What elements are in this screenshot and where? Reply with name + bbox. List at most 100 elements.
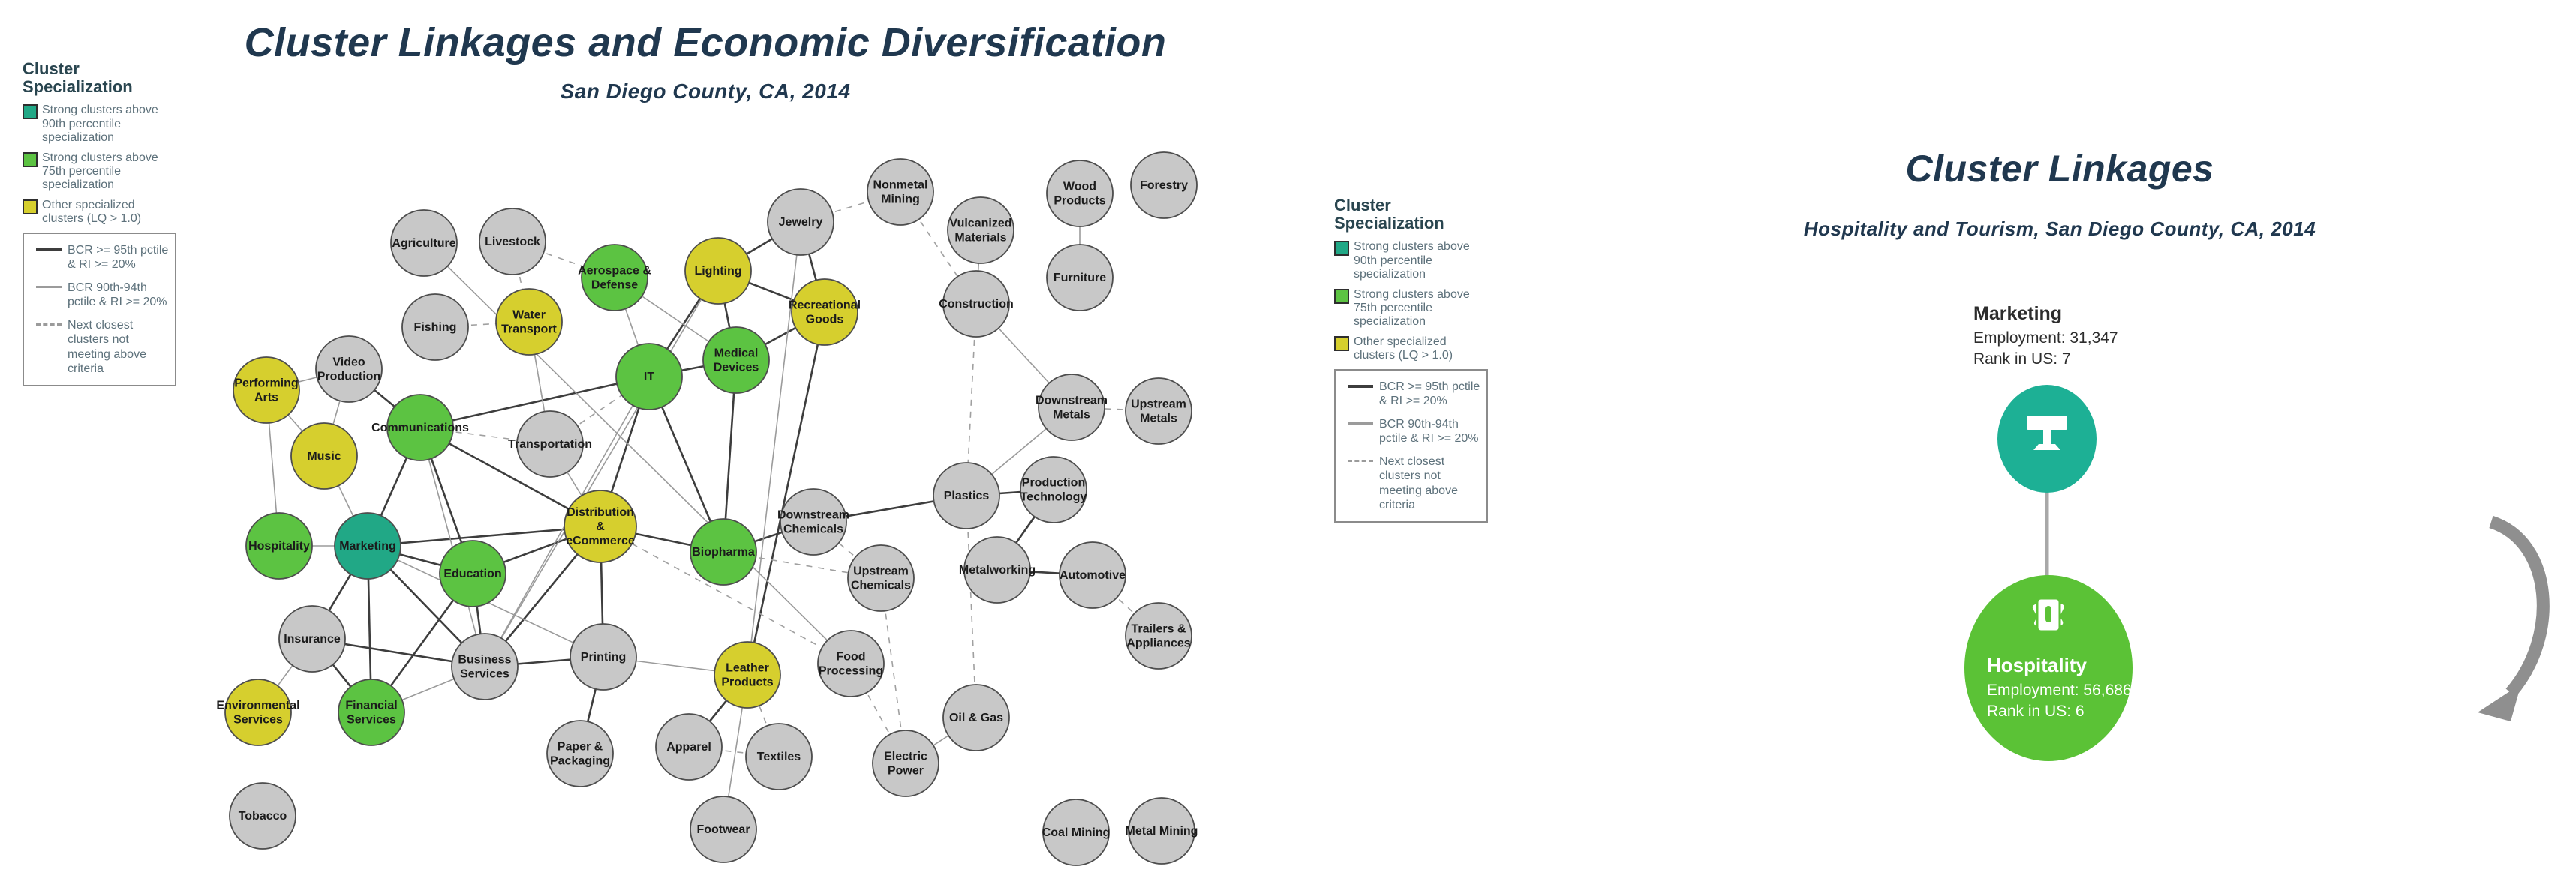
cluster-node-it[interactable]: IT <box>615 343 683 410</box>
cluster-node-transportation[interactable]: Transportation <box>508 410 592 478</box>
apparel-circle[interactable] <box>655 713 723 781</box>
footwear-circle[interactable] <box>690 796 757 863</box>
cluster-node-coal-mining[interactable]: Coal Mining <box>1042 799 1111 866</box>
marketing-cluster-node[interactable] <box>1997 385 2097 493</box>
transportation-circle[interactable] <box>516 410 584 478</box>
rotate-back-arrow-icon[interactable] <box>2478 515 2550 722</box>
insurance-circle[interactable] <box>278 605 346 673</box>
agriculture-circle[interactable] <box>390 209 458 277</box>
electric-power-circle[interactable] <box>872 730 939 797</box>
cluster-node-oil-gas[interactable]: Oil & Gas <box>942 684 1010 752</box>
cluster-node-aerospace-defense[interactable]: Aerospace &Defense <box>578 244 651 311</box>
cluster-node-automotive[interactable]: Automotive <box>1059 542 1126 609</box>
tobacco-circle[interactable] <box>229 782 296 850</box>
jewelry-circle[interactable] <box>767 188 834 256</box>
cluster-node-distribution-ecommerce[interactable]: Distribution&eCommerce <box>564 490 637 563</box>
cluster-node-education[interactable]: Education <box>439 540 506 608</box>
it-circle[interactable] <box>615 343 683 410</box>
food-processing-circle[interactable] <box>817 630 885 698</box>
cluster-node-trailers-appliances[interactable]: Trailers &Appliances <box>1125 602 1192 670</box>
metalworking-circle[interactable] <box>963 536 1031 604</box>
upstream-metals-circle[interactable] <box>1125 377 1192 445</box>
cluster-node-footwear[interactable]: Footwear <box>690 796 757 863</box>
cluster-node-apparel[interactable]: Apparel <box>655 713 723 781</box>
marketing-circle[interactable] <box>334 512 401 580</box>
hospitality-cluster-node[interactable]: Hospitality Employment: 56,686 Rank in U… <box>1964 575 2133 761</box>
livestock-circle[interactable] <box>479 208 546 275</box>
cluster-node-paper-packaging[interactable]: Paper &Packaging <box>546 720 614 788</box>
video-production-circle[interactable] <box>315 335 383 403</box>
aerospace-defense-circle[interactable] <box>581 244 648 311</box>
cluster-node-hospitality[interactable]: Hospitality <box>245 512 313 580</box>
education-circle[interactable] <box>439 540 506 608</box>
leather-products-circle[interactable] <box>714 641 781 709</box>
coal-mining-circle[interactable] <box>1042 799 1110 866</box>
business-services-circle[interactable] <box>451 633 519 700</box>
water-transport-circle[interactable] <box>495 288 563 356</box>
cluster-node-tobacco[interactable]: Tobacco <box>229 782 296 850</box>
wood-products-circle[interactable] <box>1046 160 1114 227</box>
paper-packaging-circle[interactable] <box>546 720 614 788</box>
cluster-node-jewelry[interactable]: Jewelry <box>767 188 834 256</box>
cluster-node-fishing[interactable]: Fishing <box>401 293 469 361</box>
oil-gas-circle[interactable] <box>942 684 1010 752</box>
forestry-circle[interactable] <box>1130 152 1198 219</box>
medical-devices-circle[interactable] <box>702 326 770 394</box>
cluster-node-agriculture[interactable]: Agriculture <box>390 209 458 277</box>
recreational-goods-circle[interactable] <box>791 278 858 346</box>
cluster-node-plastics[interactable]: Plastics <box>933 462 1000 530</box>
financial-services-circle[interactable] <box>338 679 405 746</box>
textiles-circle[interactable] <box>745 723 813 790</box>
trailers-appliances-circle[interactable] <box>1125 602 1192 670</box>
vulcanized-materials-circle[interactable] <box>947 196 1014 264</box>
environmental-services-circle[interactable] <box>224 679 292 746</box>
cluster-node-metal-mining[interactable]: Metal Mining <box>1126 797 1198 865</box>
cluster-node-textiles[interactable]: Textiles <box>745 723 813 790</box>
construction-circle[interactable] <box>942 270 1010 338</box>
production-technology-circle[interactable] <box>1020 456 1087 524</box>
communications-circle[interactable] <box>386 394 454 461</box>
cluster-node-lighting[interactable]: Lighting <box>684 237 752 304</box>
cluster-node-communications[interactable]: Communications <box>371 394 469 461</box>
cluster-node-livestock[interactable]: Livestock <box>479 208 546 275</box>
upstream-chemicals-circle[interactable] <box>847 544 915 612</box>
plastics-circle[interactable] <box>933 462 1000 530</box>
hospitality-circle[interactable] <box>245 512 313 580</box>
music-circle[interactable] <box>290 422 358 490</box>
cluster-node-marketing[interactable]: Marketing <box>334 512 401 580</box>
distribution-ecommerce-circle[interactable] <box>564 490 637 563</box>
cluster-node-forestry[interactable]: Forestry <box>1130 152 1198 219</box>
cluster-node-insurance[interactable]: Insurance <box>278 605 346 673</box>
biopharma-circle[interactable] <box>690 518 757 586</box>
lighting-circle[interactable] <box>684 237 752 304</box>
cluster-node-printing[interactable]: Printing <box>570 623 637 691</box>
downstream-chemicals-circle[interactable] <box>780 488 847 556</box>
furniture-circle[interactable] <box>1046 244 1114 311</box>
printing-circle[interactable] <box>570 623 637 691</box>
fishing-circle[interactable] <box>401 293 469 361</box>
cluster-node-music[interactable]: Music <box>290 422 358 490</box>
nonmetal-mining-circle[interactable] <box>867 158 934 226</box>
cluster-node-biopharma[interactable]: Biopharma <box>690 518 757 586</box>
automotive-circle[interactable] <box>1059 542 1126 609</box>
cluster-node-furniture[interactable]: Furniture <box>1046 244 1114 311</box>
hospitality-circle[interactable] <box>1964 575 2133 761</box>
downstream-metals-circle[interactable] <box>1038 374 1105 441</box>
